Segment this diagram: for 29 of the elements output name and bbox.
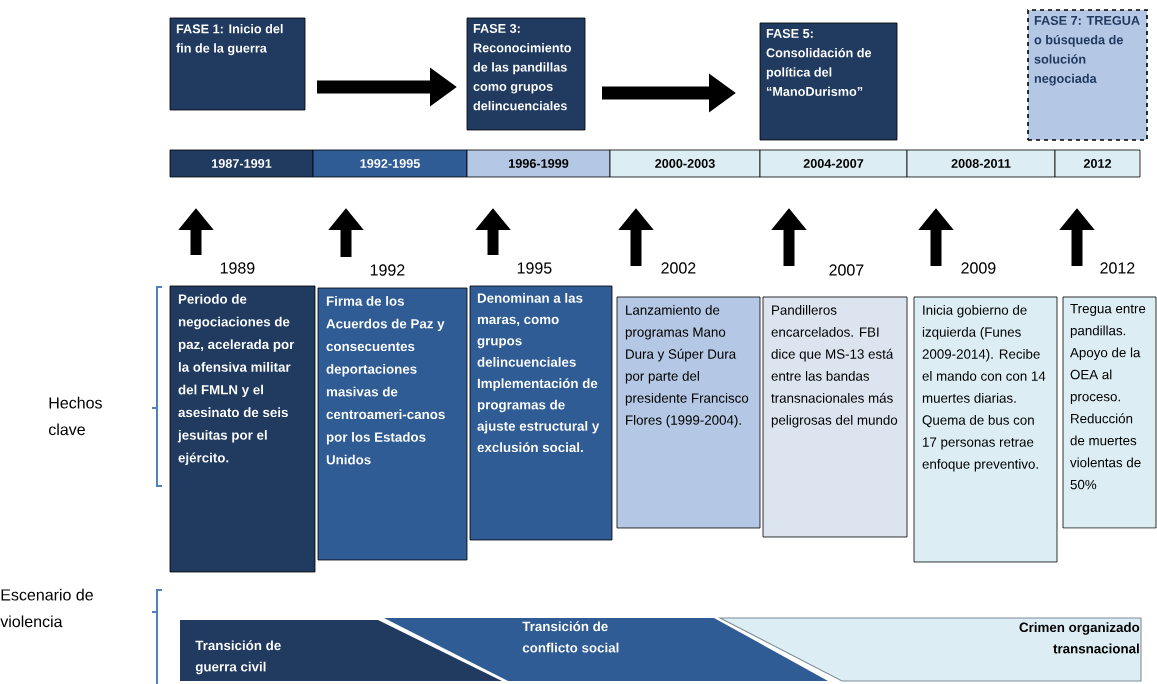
phase-box: FASE 5: Consolidación de política del “ManoDurismo” [759, 22, 898, 141]
event-box: Lanzamiento de programas Mano Dura y Súper Dura por parte del presidente Francisco Flores (1999-2004). [616, 296, 761, 529]
side-label: Hechos clave [48, 396, 102, 436]
edge-label: 2007 [827, 263, 866, 277]
edge-label: 1989 [218, 261, 257, 275]
edge-label: 2012 [1098, 261, 1137, 275]
year-band: 2012 [1054, 149, 1141, 178]
scenario-band: Transición de conflicto social [384, 618, 828, 681]
event-box: Firma de los Acuerdos de Paz y consecuentes deportaciones masivas de centroameri-canos por los Estados Unidos [317, 287, 468, 561]
year-band: 1996-1999 [466, 149, 611, 178]
edge-label: 2002 [659, 261, 698, 275]
phase-box: FASE 1: Inicio del fin de la guerra [169, 17, 306, 111]
edge-label: 1995 [515, 261, 554, 275]
year-band: 1987-1991 [169, 149, 314, 178]
edge-label: 2009 [959, 261, 998, 275]
event-box: Denominan a las maras, como grupos delincuenciales Implementación de programas de ajuste estructural y exclusión social. [469, 285, 613, 541]
side-label: Escenario de violencia [0, 588, 93, 628]
year-band: 1992-1995 [312, 149, 468, 178]
event-box: Periodo de negociaciones de paz, acelerada por la ofensiva militar del FMLN y el asesinato de seis jesuitas por el ejército. [169, 285, 316, 573]
event-box: Tregua entre pandillas. Apoyo de la OEA al proceso. Reducción de muertes violentas de 50% [1062, 296, 1157, 529]
year-band: 2008-2011 [906, 149, 1056, 178]
year-band: 2000-2003 [609, 149, 761, 178]
event-box: Inicia gobierno de izquierda (Funes 2009-2014). Recibe el mando con con 14 muertes diarias. Quema de bus con 17 personas retrae enfoque preventivo. [913, 296, 1058, 563]
scenario-band: Transición de guerra civil [180, 620, 502, 681]
phase-box: FASE 7: TREGUA o búsqueda de solución negociada [1027, 9, 1148, 141]
event-box: Pandilleros encarcelados. FBI dice que MS-13 está entre las bandas transnacionales más peligrosas del mundo [762, 296, 908, 538]
year-band: 2004-2007 [759, 149, 908, 178]
edge-label: 1992 [368, 263, 407, 277]
phase-box: FASE 3: Reconocimiento de las pandillas como grupos delincuenciales [466, 17, 586, 131]
